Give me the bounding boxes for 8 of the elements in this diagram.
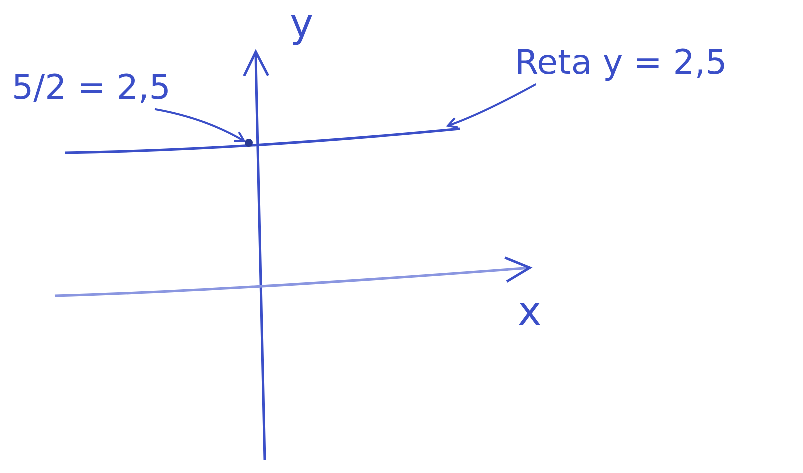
leader-arrow — [447, 84, 537, 129]
intersection-point — [244, 138, 254, 148]
x-axis-label: x — [518, 290, 542, 334]
equation-label: 5/2 = 2,5 — [12, 70, 171, 108]
line-equation-label: Reta y = 2,5 — [515, 45, 728, 82]
leader-arrow — [154, 108, 246, 142]
y-axis-label: y — [290, 2, 314, 46]
horizontal-line — [65, 126, 460, 156]
